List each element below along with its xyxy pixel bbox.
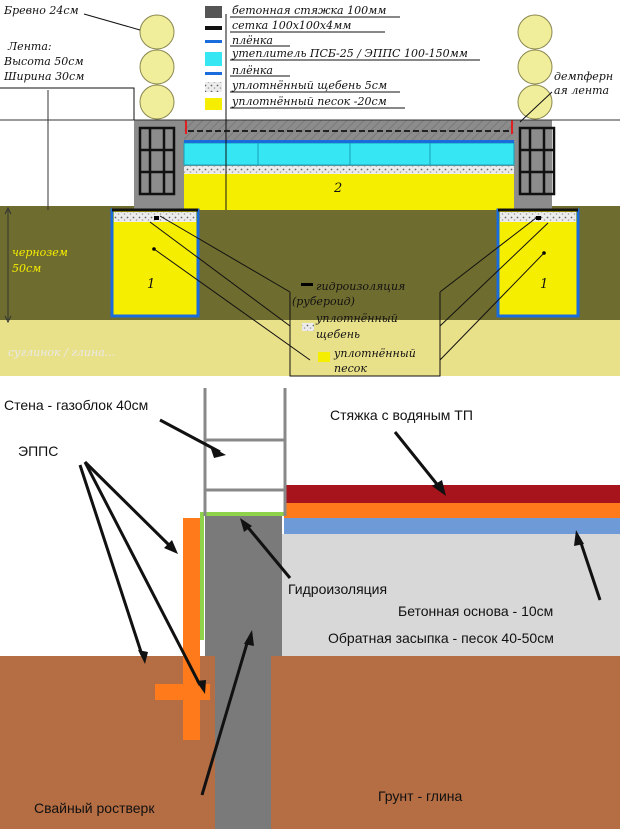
legend-swatch-insulation bbox=[205, 52, 222, 66]
top-diagram: бетонная стяжка 100мм сетка 100х100х4мм … bbox=[0, 4, 620, 377]
slab-number: 2 bbox=[333, 181, 342, 196]
ground-layer bbox=[0, 656, 620, 829]
damper-label-2: ая лента bbox=[554, 84, 609, 97]
legend: бетонная стяжка 100мм сетка 100х100х4мм … bbox=[205, 4, 480, 110]
pile-grillage-top bbox=[205, 516, 282, 656]
insulation-layer bbox=[183, 142, 515, 166]
left-logs bbox=[139, 14, 175, 120]
sand-base-layer bbox=[184, 172, 514, 210]
legend-swatch-gravel bbox=[205, 82, 222, 92]
backfill-label: Обратная засыпка - песок 40-50см bbox=[328, 630, 554, 646]
log-label: Бревно 24см bbox=[3, 4, 79, 17]
strip-title: Лента: bbox=[7, 40, 52, 53]
dimension-lines bbox=[4, 90, 49, 324]
strip-foundation-left bbox=[110, 208, 200, 318]
waterproofing-line bbox=[200, 512, 286, 640]
gasblock-wall bbox=[203, 388, 287, 516]
left-wall-frame bbox=[138, 126, 176, 196]
strip-foundation-right bbox=[496, 208, 580, 318]
legend-swatch-concrete bbox=[205, 6, 222, 18]
foundation-number-right: 1 bbox=[540, 277, 548, 292]
waterproofing-label: Гидроизоляция bbox=[288, 581, 387, 597]
legend-swatch-mesh bbox=[205, 26, 222, 30]
soil-label-1: чернозем bbox=[12, 246, 68, 259]
pile bbox=[215, 650, 271, 829]
legend-label-film: плёнка bbox=[232, 34, 273, 47]
right-wall-frame bbox=[518, 126, 556, 196]
legend-label-film-2: плёнка bbox=[232, 64, 273, 77]
backfill-layer bbox=[272, 534, 620, 656]
gravel-layer bbox=[184, 166, 514, 174]
epps-stem bbox=[183, 660, 200, 740]
screed-layer bbox=[284, 485, 620, 503]
screed-concrete bbox=[184, 120, 514, 140]
ground-label: Грунт - глина bbox=[378, 788, 463, 804]
epps-label: ЭППС bbox=[18, 443, 58, 459]
epps-vertical bbox=[183, 518, 200, 660]
legend-label-sand: уплотнённый песок -20см bbox=[231, 95, 387, 108]
soil-label-2: 50см bbox=[12, 262, 41, 275]
arrow-heads bbox=[138, 446, 584, 694]
legend-label-concrete: бетонная стяжка 100мм bbox=[232, 4, 386, 17]
film-layer bbox=[184, 140, 514, 143]
bottom-arrows bbox=[78, 418, 602, 796]
legend-label-mesh: сетка 100х100х4мм bbox=[232, 19, 351, 32]
right-logs bbox=[517, 14, 553, 120]
screed-label: Стяжка с водяным ТП bbox=[330, 407, 473, 423]
legend-swatch-film bbox=[205, 40, 222, 43]
legend-swatch-sand bbox=[205, 98, 222, 110]
orange-layer bbox=[284, 503, 620, 518]
clay-label: суглинок / глина... bbox=[8, 346, 115, 359]
foundation-number-left: 1 bbox=[147, 277, 155, 292]
concrete-base-label: Бетонная основа - 10см bbox=[398, 603, 553, 619]
gravel-label-2: щебень bbox=[316, 328, 360, 341]
damper-label-1: демпферн bbox=[554, 70, 613, 83]
strip-width: Ширина 30см bbox=[3, 70, 84, 83]
wall-label: Стена - газоблок 40см bbox=[4, 397, 148, 413]
leader-lines bbox=[0, 13, 553, 377]
sand-label-1: уплотнённый bbox=[333, 347, 416, 360]
legend-label-insulation: утеплитель ПСБ-25 / ЭППС 100-150мм bbox=[231, 47, 468, 60]
gravel-label-1: уплотнённый bbox=[315, 312, 398, 325]
sand-label-2: песок bbox=[334, 362, 367, 375]
waterproof-label-1: гидроизоляция bbox=[316, 280, 405, 293]
bottom-diagram: Стена - газоблок 40см Стяжка с водяным Т… bbox=[0, 388, 620, 829]
strip-height: Высота 50см bbox=[3, 55, 84, 68]
pile-label: Свайный ростверк bbox=[34, 800, 155, 816]
blue-layer bbox=[284, 518, 620, 534]
legend-label-gravel: уплотнённый щебень 5см bbox=[231, 79, 387, 92]
legend-swatch-film-2 bbox=[205, 72, 222, 75]
waterproof-label-2: (рубероид) bbox=[292, 295, 355, 308]
